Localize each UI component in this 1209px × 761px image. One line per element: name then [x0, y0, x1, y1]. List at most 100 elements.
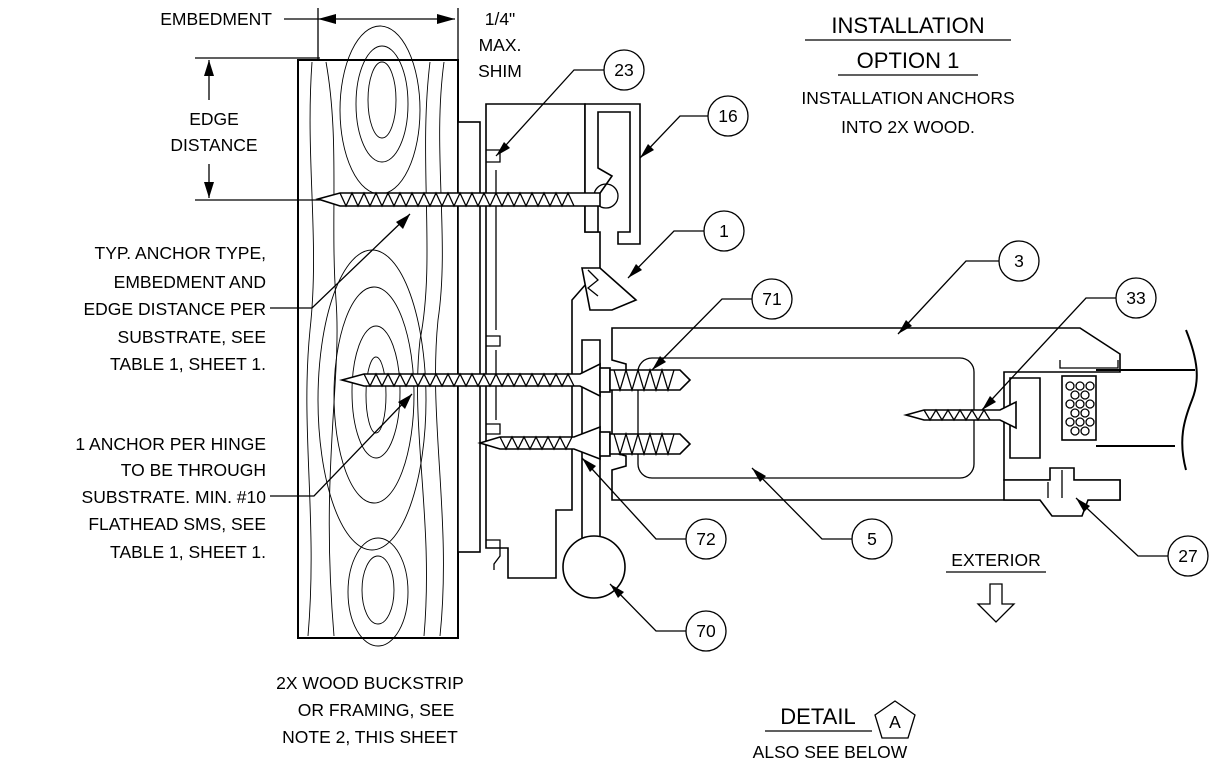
detail-see-below: ALSO SEE BELOW	[753, 742, 908, 761]
callout-number: 16	[718, 106, 737, 126]
wood-knot	[351, 325, 401, 459]
detail-label: DETAIL A ALSO SEE BELOW	[753, 700, 916, 761]
callout-leader	[581, 457, 686, 540]
note-wood: 2X WOOD BUCKSTRIP OR FRAMING, SEE NOTE 2…	[276, 673, 464, 747]
sash-screw-72	[599, 431, 692, 457]
title-line-4: INTO 2X WOOD.	[841, 117, 975, 137]
callout-number: 5	[867, 529, 877, 549]
note-anchor-line: EDGE DISTANCE PER	[84, 299, 267, 319]
frame-notch	[486, 539, 501, 570]
note-wood-line: 2X WOOD BUCKSTRIP	[276, 673, 464, 693]
callout-number: 71	[762, 289, 781, 309]
wood-knot	[365, 356, 387, 434]
embedment-arrow-right	[437, 14, 455, 24]
detail-tag: A	[889, 712, 901, 732]
callout-circle	[703, 210, 745, 252]
wood-knot	[355, 45, 409, 163]
note-hinge-leader	[270, 393, 413, 497]
callout-leader	[981, 297, 1116, 411]
embedment-arrow-left	[318, 14, 336, 24]
callout-number: 70	[696, 621, 716, 641]
glazing-bead	[1009, 377, 1041, 459]
callout-70: 70	[609, 583, 727, 652]
callout-circle	[751, 278, 793, 320]
detail-text: DETAIL	[780, 704, 855, 729]
exterior-arrow-icon	[976, 583, 1016, 623]
hex-pattern	[1065, 381, 1095, 436]
callout-circle	[1115, 277, 1157, 319]
wood-grain	[325, 61, 338, 637]
wood-grain	[417, 61, 431, 637]
note-hinge-line: TABLE 1, SHEET 1.	[110, 542, 266, 562]
wood-knot	[333, 286, 415, 504]
callout-circle	[851, 518, 893, 560]
callout-leader	[751, 467, 852, 540]
shim-line-1: 1/4"	[485, 9, 516, 29]
title-block: INSTALLATION OPTION 1 INSTALLATION ANCHO…	[801, 13, 1014, 137]
frame-notch	[486, 149, 501, 163]
hinge-knuckle	[562, 535, 626, 599]
frame-notch	[486, 335, 501, 347]
sash-rail	[611, 327, 1198, 517]
detail-pentagon-icon	[874, 700, 916, 739]
callout-27: 27	[1075, 497, 1209, 577]
callout-number: 3	[1014, 251, 1024, 271]
frame-fin	[581, 267, 638, 311]
edge-arrow-top	[204, 60, 214, 76]
shim-line-2: MAX.	[479, 35, 522, 55]
edge-arrow-bottom	[204, 182, 214, 198]
edge-label-2: DISTANCE	[170, 135, 257, 155]
callout-number: 33	[1126, 288, 1145, 308]
callout-16: 16	[639, 95, 749, 159]
shim-label: 1/4" MAX. SHIM	[478, 9, 522, 81]
wood-grain	[435, 61, 445, 637]
note-wood-line: NOTE 2, THIS SHEET	[282, 727, 458, 747]
wood-grain	[306, 61, 314, 637]
embedment-dimension: EMBEDMENT	[160, 8, 459, 60]
note-anchor-leader	[270, 213, 411, 309]
callout-leader	[1075, 497, 1168, 557]
anchor-screw-top	[315, 191, 601, 208]
callout-circle	[998, 240, 1040, 282]
callout-leader	[639, 115, 708, 159]
frame-notch	[486, 423, 501, 435]
frame-profile	[485, 103, 641, 579]
note-hinge-line: 1 ANCHOR PER HINGE	[75, 434, 266, 454]
callout-71: 71	[651, 278, 793, 371]
note-anchor-line: EMBEDMENT AND	[114, 272, 266, 292]
break-line	[1181, 329, 1198, 471]
note-hinge-arrow	[398, 394, 412, 409]
callout-number: 27	[1178, 546, 1197, 566]
edge-label-1: EDGE	[189, 109, 239, 129]
callout-leader	[495, 69, 604, 157]
callout-5: 5	[751, 467, 893, 560]
callout-circle	[707, 95, 749, 137]
callout-23: 23	[495, 49, 645, 157]
fin-teeth	[586, 269, 599, 297]
callout-circle	[685, 518, 727, 560]
edge-distance-dimension: EDGE DISTANCE	[170, 57, 320, 201]
callout-circle	[685, 610, 727, 652]
glazing-screw-33	[903, 400, 1017, 430]
glazing-tape	[1059, 360, 1119, 369]
callout-number: 1	[719, 221, 729, 241]
sash-body	[611, 327, 1121, 501]
callout-number: 72	[696, 529, 715, 549]
title-line-2: OPTION 1	[857, 48, 960, 73]
wood-outline	[297, 59, 459, 639]
wood-knot	[367, 61, 397, 139]
callout-leader	[609, 583, 686, 632]
callout-leader	[627, 230, 704, 279]
callout-33: 33	[981, 277, 1157, 411]
callout-leader	[651, 298, 752, 371]
snap-clip	[584, 103, 641, 245]
shim-line-3: SHIM	[478, 61, 522, 81]
exterior-indicator: EXTERIOR	[946, 550, 1046, 623]
note-anchor-line: TABLE 1, SHEET 1.	[110, 354, 266, 374]
title-line-1: INSTALLATION	[831, 13, 984, 38]
callout-1: 1	[627, 210, 745, 279]
wood-knot	[361, 555, 395, 625]
note-wood-line: OR FRAMING, SEE	[298, 700, 455, 720]
note-anchor-line: TYP. ANCHOR TYPE,	[95, 243, 267, 263]
exterior-label: EXTERIOR	[951, 550, 1040, 570]
